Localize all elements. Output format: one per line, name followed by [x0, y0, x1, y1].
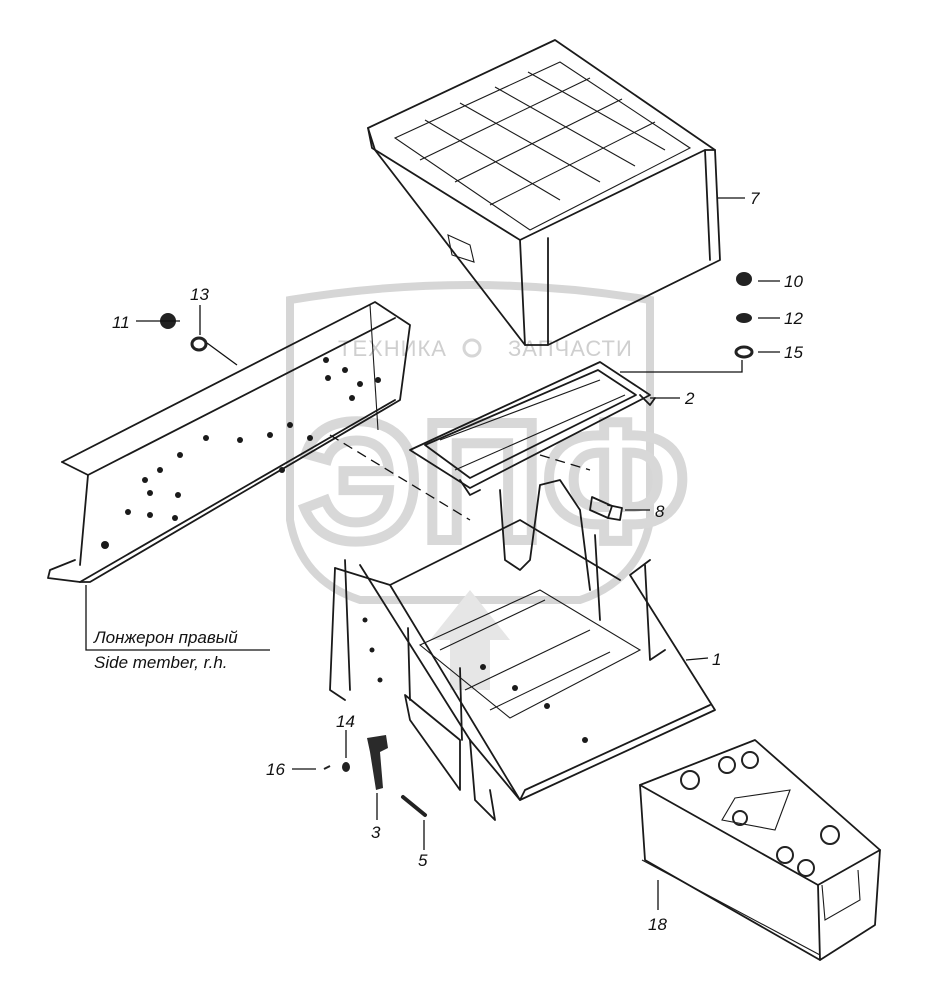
part-15-washer-icon	[734, 345, 754, 359]
clamp-frame	[409, 361, 656, 496]
watermark: ЭПФ ТЕХНИКА ЗАПЧАСТИ	[286, 281, 693, 690]
battery-tray	[329, 479, 716, 821]
part-16-pin-icon	[323, 765, 331, 770]
callout-16: 16	[266, 760, 285, 779]
bolt	[589, 496, 623, 521]
side-member	[47, 301, 411, 583]
watermark-gear-icon	[462, 338, 482, 358]
callout-2: 2	[684, 389, 695, 408]
part-10-nut-icon	[736, 272, 752, 286]
leader-lines	[85, 197, 780, 910]
callout-11: 11	[112, 313, 130, 332]
callout-8: 8	[655, 502, 665, 521]
watermark-left-text: ТЕХНИКА	[338, 336, 447, 361]
battery-cover	[367, 39, 721, 346]
battery	[639, 739, 881, 961]
part-5-handle-icon	[367, 735, 388, 790]
part-7-pin-icon	[401, 795, 427, 817]
callout-18: 18	[648, 915, 667, 934]
callout-1: 1	[712, 650, 721, 669]
callout-12: 12	[784, 309, 803, 328]
part-13-washer-icon	[190, 336, 208, 352]
watermark-emblem-icon	[430, 590, 510, 690]
callout-7: 5	[418, 851, 428, 870]
callout-13: 13	[190, 285, 209, 304]
callout-10: 10	[784, 272, 803, 291]
callout-14: 14	[336, 712, 355, 731]
side-member-caption: Лонжерон правый Side member, r.h.	[93, 628, 238, 672]
callout-5: 3	[371, 823, 381, 842]
callouts: 7 10 12 15 2 8 1 11 13 14 16 3 5 18	[112, 189, 803, 934]
callout-3: 7	[750, 189, 760, 208]
part-14-rivet-icon	[342, 762, 350, 772]
callout-15: 15	[784, 343, 803, 362]
watermark-right-text: ЗАПЧАСТИ	[508, 336, 633, 361]
caption-en: Side member, r.h.	[94, 653, 228, 672]
part-12-washer-icon	[736, 313, 752, 323]
caption-ru: Лонжерон правый	[93, 628, 238, 647]
